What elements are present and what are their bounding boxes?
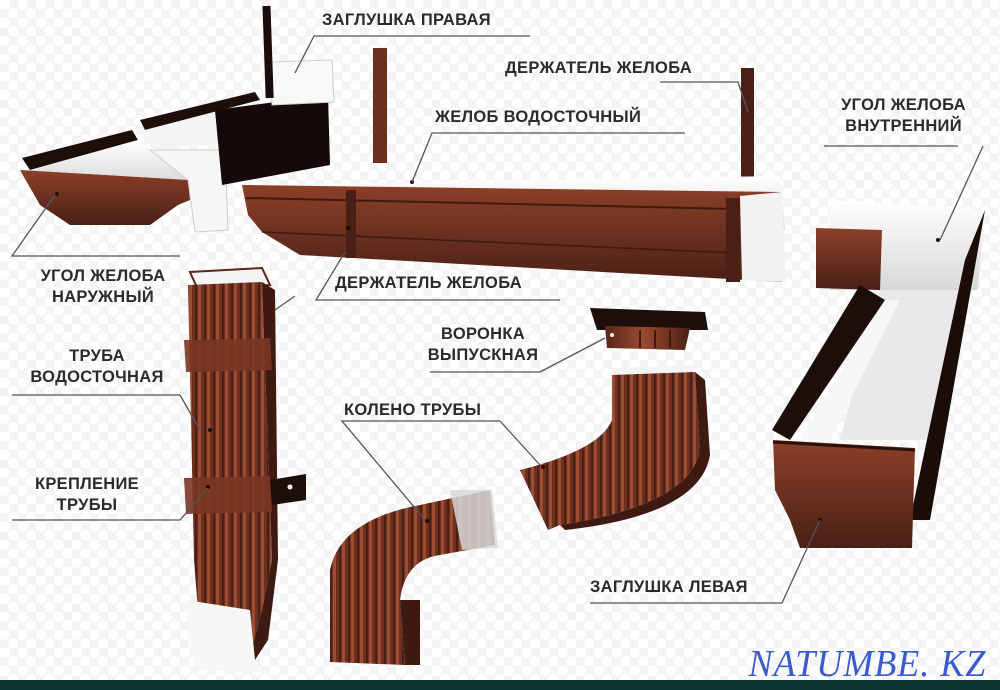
bottom-bar: [0, 680, 1000, 690]
label-kreplenie-truby: КРЕПЛЕНИЕ ТРУБЫ: [18, 474, 156, 516]
watermark: NATUMBE. KZ: [748, 643, 986, 685]
label-line: ЖЕЛОБ ВОДОСТОЧНЫЙ: [435, 108, 642, 126]
label-line: ВЫПУСКНАЯ: [427, 346, 539, 364]
label-line: ДЕРЖАТЕЛЬ ЖЕЛОБА: [505, 59, 692, 77]
label-line: УГОЛ ЖЕЛОБА: [40, 267, 166, 285]
label-zhelob-vodostochny: ЖЕЛОБ ВОДОСТОЧНЫЙ: [435, 107, 641, 128]
label-ugol-zheloba-naruzhny: УГОЛ ЖЕЛОБА НАРУЖНЫЙ: [22, 266, 184, 308]
label-voronka-vypusknaya: ВОРОНКА ВЫПУСКНАЯ: [418, 324, 548, 366]
outlet-funnel: [590, 308, 708, 350]
gutter-holder-stick-right: [741, 68, 754, 188]
pipe-elbow-upper: [520, 365, 710, 530]
label-line: ТРУБЫ: [56, 496, 118, 514]
label-line: ТРУБА: [69, 347, 125, 365]
leader-lines: [10, 35, 984, 604]
label-line: ЗАГЛУШКА ПРАВАЯ: [322, 11, 491, 29]
inner-corner-gutter: [772, 200, 985, 548]
label-line: ДЕРЖАТЕЛЬ ЖЕЛОБА: [335, 274, 522, 292]
outer-corner-gutter: [20, 5, 335, 233]
gutter-holder-stick-left: [373, 48, 387, 163]
label-derzhatel-zheloba-mid: ДЕРЖАТЕЛЬ ЖЕЛОБА: [335, 273, 522, 294]
label-line: ЗАГЛУШКА ЛЕВАЯ: [590, 578, 748, 596]
label-line: КРЕПЛЕНИЕ: [34, 475, 139, 493]
main-gutter: [242, 176, 786, 282]
label-koleno-truby: КОЛЕНО ТРУБЫ: [344, 400, 481, 421]
label-line: УГОЛ ЖЕЛОБА: [841, 96, 966, 114]
label-derzhatel-zheloba-top: ДЕРЖАТЕЛЬ ЖЕЛОБА: [505, 58, 692, 79]
label-line: НАРУЖНЫЙ: [51, 288, 155, 306]
label-truba-vodostochnaya: ТРУБА ВОДОСТОЧНАЯ: [14, 346, 180, 388]
label-line: ВОРОНКА: [441, 325, 525, 343]
label-line: ВНУТРЕННИЙ: [845, 117, 962, 135]
label-ugol-zheloba-vnutrenny: УГОЛ ЖЕЛОБА ВНУТРЕННИЙ: [826, 95, 981, 137]
label-line: КОЛЕНО ТРУБЫ: [344, 401, 482, 419]
pipe-elbow-lower: [330, 490, 498, 665]
label-zaglushka-pravaya: ЗАГЛУШКА ПРАВАЯ: [322, 10, 491, 31]
label-line: ВОДОСТОЧНАЯ: [30, 368, 164, 386]
downpipe: [184, 266, 306, 672]
label-zaglushka-levaya: ЗАГЛУШКА ЛЕВАЯ: [590, 577, 748, 598]
